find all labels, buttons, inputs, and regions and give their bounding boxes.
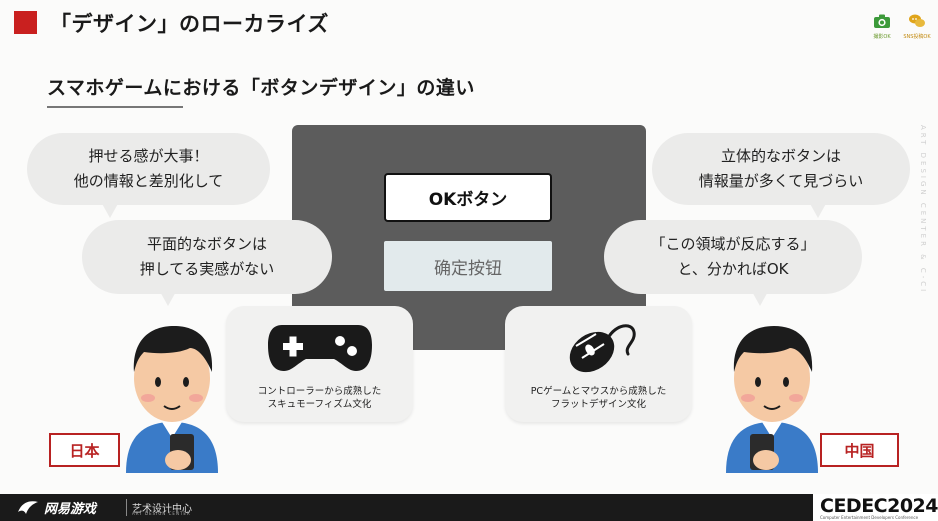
speech-bubble-china-2: 「この領域が反応する」 と、分かればOK [604, 220, 862, 294]
section-title: スマホゲームにおける「ボタンデザイン」の違い [47, 77, 475, 99]
footer-bar [0, 494, 938, 521]
skeuomorphism-caption: コントローラーから成熟した スキュモーフィズム文化 [226, 385, 413, 411]
cedec-logo: CEDEC2024 [820, 495, 938, 517]
sns-ok-badge: SNS投稿OK [897, 13, 937, 40]
chat-icon [909, 14, 925, 27]
netease-logo-text: 网易游戏 [44, 502, 97, 517]
japanese-player-illustration [126, 326, 218, 473]
cedec-logo-box [813, 494, 938, 521]
bubble-tail [750, 288, 770, 306]
photo-ok-badge: 撮影OK [870, 13, 894, 40]
bubble-tail [808, 200, 828, 218]
bubble-line: 他の情報と差別化して [73, 172, 224, 190]
section-underline [47, 106, 183, 108]
bubble-line: 平面的なボタンは [146, 235, 267, 253]
side-watermark-text: ART DESIGN CENTER & C-CI [919, 125, 927, 295]
china-label: 中国 [820, 433, 899, 467]
photo-ok-label: 撮影OK [873, 34, 891, 40]
flat-button-sample: 确定按钮 [384, 241, 552, 291]
bubble-line: と、分かればOK [677, 260, 789, 278]
design-center-text: 艺术设计中心 [132, 504, 192, 515]
flat-design-caption: PCゲームとマウスから成熟した フラットデザイン文化 [505, 385, 692, 411]
cedec-subtitle: Computer Entertainment Developers Confer… [820, 515, 919, 520]
card-line: スキュモーフィズム文化 [267, 399, 372, 410]
title-marker [14, 11, 37, 34]
bubble-line: 立体的なボタンは [720, 147, 841, 165]
card-line: フラットデザイン文化 [550, 399, 646, 410]
bubble-tail [158, 288, 178, 306]
card-line: コントローラーから成熟した [257, 386, 382, 397]
camera-icon [874, 14, 890, 28]
bubble-line: 押してる実感がない [139, 260, 275, 278]
speech-bubble-china-1: 立体的なボタンは 情報量が多くて見づらい [652, 133, 910, 205]
japan-label: 日本 [49, 433, 120, 467]
bubble-tail [100, 200, 120, 218]
design-center-en-text: ART DESIGN CENTER [132, 511, 191, 516]
sns-ok-label: SNS投稿OK [903, 34, 931, 40]
bubble-line: 情報量が多くて見づらい [698, 172, 864, 190]
bubble-line: 押せる感が大事！ [88, 147, 209, 165]
netease-bird-icon [18, 501, 38, 514]
footer-divider [126, 499, 127, 516]
ok-button-sample: OKボタン [384, 173, 552, 222]
mouse-icon [569, 324, 636, 373]
speech-bubble-japan-1: 押せる感が大事！ 他の情報と差別化して [27, 133, 270, 205]
speech-bubble-japan-2: 平面的なボタンは 押してる実感がない [82, 220, 332, 294]
gamepad-icon [268, 325, 372, 371]
card-line: PCゲームとマウスから成熟した [530, 386, 667, 397]
chinese-player-illustration [726, 326, 818, 473]
slide-title: 「デザイン」のローカライズ [50, 12, 329, 36]
bubble-line: 「この領域が反応する」 [650, 235, 816, 253]
